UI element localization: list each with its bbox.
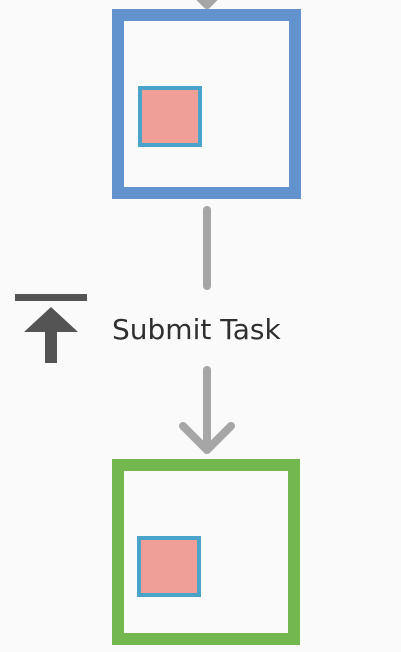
target-node-inner-square (137, 536, 201, 597)
source-node-inner-square (138, 86, 202, 147)
upload-to-top-icon (15, 294, 87, 363)
incoming-arrow-tip (196, 0, 218, 9)
target-node[interactable] (112, 459, 300, 645)
source-node[interactable] (112, 9, 301, 199)
connector-arrowhead (179, 422, 235, 454)
action-label: Submit Task (112, 313, 281, 346)
